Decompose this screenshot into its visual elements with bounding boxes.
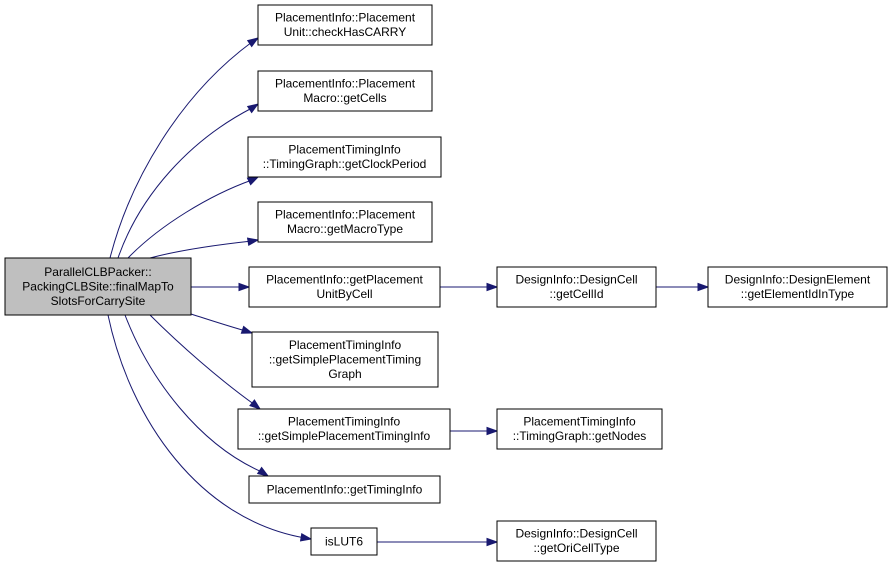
node-label-line: PlacementTimingInfo bbox=[289, 338, 402, 352]
edge-root-to-n8 bbox=[124, 314, 270, 477]
function-node[interactable]: PlacementInfo::PlacementUnit::checkHasCA… bbox=[257, 4, 433, 46]
node-label-line: ::TimingGraph::getNodes bbox=[513, 429, 647, 443]
edge-arrowhead bbox=[299, 533, 313, 542]
function-node[interactable]: PlacementInfo::PlacementMacro::getMacroT… bbox=[257, 201, 433, 243]
edge-line bbox=[149, 240, 253, 259]
edge-root-to-n1 bbox=[109, 37, 260, 259]
node-box bbox=[496, 520, 657, 562]
node-label-line: Macro::getMacroType bbox=[287, 222, 403, 236]
node-label-line: ::TimingGraph::getClockPeriod bbox=[263, 157, 427, 171]
edge-arrowhead bbox=[249, 399, 262, 410]
edge-arrowhead bbox=[240, 325, 254, 334]
node-label-line: PlacementTimingInfo bbox=[523, 415, 636, 429]
edge-line bbox=[127, 179, 253, 259]
edge-root-to-n7 bbox=[149, 314, 262, 410]
edge-line bbox=[117, 107, 253, 259]
edge-line bbox=[109, 41, 253, 259]
node-box bbox=[251, 331, 439, 388]
node-box bbox=[257, 70, 433, 112]
edge-arrowhead bbox=[697, 282, 710, 292]
function-node[interactable]: isLUT6 bbox=[310, 527, 378, 556]
node-label-line: DesignInfo::DesignCell bbox=[515, 527, 637, 541]
edge-arrowhead bbox=[246, 37, 260, 48]
edge-root-to-n5 bbox=[191, 282, 251, 292]
node-box bbox=[237, 408, 451, 450]
edges-layer bbox=[107, 37, 710, 547]
function-node[interactable]: PlacementTimingInfo::TimingGraph::getClo… bbox=[247, 136, 442, 178]
edge-line bbox=[149, 314, 256, 406]
node-box bbox=[248, 475, 441, 504]
edge-arrowhead bbox=[246, 237, 260, 246]
function-node[interactable]: DesignInfo::DesignElement::getElementIdI… bbox=[707, 266, 888, 308]
nodes-layer: ParallelCLBPacker::PackingCLBSite::final… bbox=[4, 4, 888, 562]
function-node[interactable]: PlacementTimingInfo::TimingGraph::getNod… bbox=[496, 408, 663, 450]
function-node[interactable]: DesignInfo::DesignCell::getOriCellType bbox=[496, 520, 657, 562]
node-box bbox=[4, 257, 192, 316]
edge-line bbox=[124, 314, 263, 473]
edge-root-to-n4 bbox=[149, 237, 260, 259]
node-label-line: Macro::getCells bbox=[303, 91, 386, 105]
node-label-line: DesignInfo::DesignElement bbox=[725, 273, 871, 287]
edge-arrowhead bbox=[486, 537, 499, 547]
node-label-line: ::getElementIdInType bbox=[741, 287, 855, 301]
node-box bbox=[257, 4, 433, 46]
node-box bbox=[257, 201, 433, 243]
node-label-line: isLUT6 bbox=[325, 534, 363, 548]
node-label-line: PlacementInfo::getTimingInfo bbox=[267, 482, 423, 496]
node-box bbox=[496, 408, 663, 450]
edge-line bbox=[107, 314, 306, 539]
function-node[interactable]: PlacementTimingInfo::getSimplePlacementT… bbox=[251, 331, 439, 388]
root-function-node: ParallelCLBPacker::PackingCLBSite::final… bbox=[4, 257, 192, 316]
edge-line bbox=[190, 313, 247, 332]
edge-arrowhead bbox=[238, 282, 251, 292]
node-box bbox=[248, 266, 441, 308]
node-label-line: DesignInfo::DesignCell bbox=[515, 273, 637, 287]
edge-root-to-n3 bbox=[127, 176, 260, 259]
node-label-line: UnitByCell bbox=[316, 287, 372, 301]
node-label-line: ::getSimplePlacementTiming bbox=[269, 352, 421, 366]
node-label-line: PlacementTimingInfo bbox=[288, 415, 401, 429]
edge-arrowhead bbox=[486, 426, 499, 436]
edge-arrowhead bbox=[486, 282, 499, 292]
node-label-line: PlacementInfo::Placement bbox=[275, 77, 416, 91]
node-label-line: ::getCellId bbox=[549, 287, 603, 301]
function-node[interactable]: PlacementTimingInfo::getSimplePlacementT… bbox=[237, 408, 451, 450]
node-label-line: PlacementInfo::Placement bbox=[275, 208, 416, 222]
node-label-line: Unit::checkHasCARRY bbox=[284, 25, 406, 39]
node-label-line: ::getSimplePlacementTimingInfo bbox=[258, 429, 431, 443]
node-box bbox=[310, 527, 378, 556]
node-label-line: ::getOriCellType bbox=[533, 541, 619, 555]
node-box bbox=[707, 266, 888, 308]
edge-n5-to-n10 bbox=[440, 282, 499, 292]
edge-arrowhead bbox=[246, 103, 260, 114]
function-node[interactable]: DesignInfo::DesignCell::getCellId bbox=[496, 266, 657, 308]
edge-arrowhead bbox=[256, 466, 270, 477]
node-label-line: ParallelCLBPacker:: bbox=[44, 265, 151, 279]
edge-root-to-n2 bbox=[117, 103, 260, 259]
edge-n10-to-n11 bbox=[656, 282, 710, 292]
node-label-line: Graph bbox=[328, 367, 361, 381]
node-label-line: PlacementInfo::getPlacement bbox=[266, 273, 423, 287]
node-label-line: PlacementInfo::Placement bbox=[275, 11, 416, 25]
edge-n7-to-n12 bbox=[450, 426, 499, 436]
edge-n9-to-n13 bbox=[377, 537, 499, 547]
node-label-line: SlotsForCarrySite bbox=[51, 294, 146, 308]
edge-arrowhead bbox=[246, 176, 260, 186]
node-box bbox=[496, 266, 657, 308]
node-label-line: PlacementTimingInfo bbox=[288, 143, 401, 157]
edge-root-to-n9 bbox=[107, 314, 313, 542]
edge-root-to-n6 bbox=[190, 313, 254, 334]
node-label-line: PackingCLBSite::finalMapTo bbox=[22, 279, 174, 293]
node-box bbox=[247, 136, 442, 178]
function-node[interactable]: PlacementInfo::getTimingInfo bbox=[248, 475, 441, 504]
